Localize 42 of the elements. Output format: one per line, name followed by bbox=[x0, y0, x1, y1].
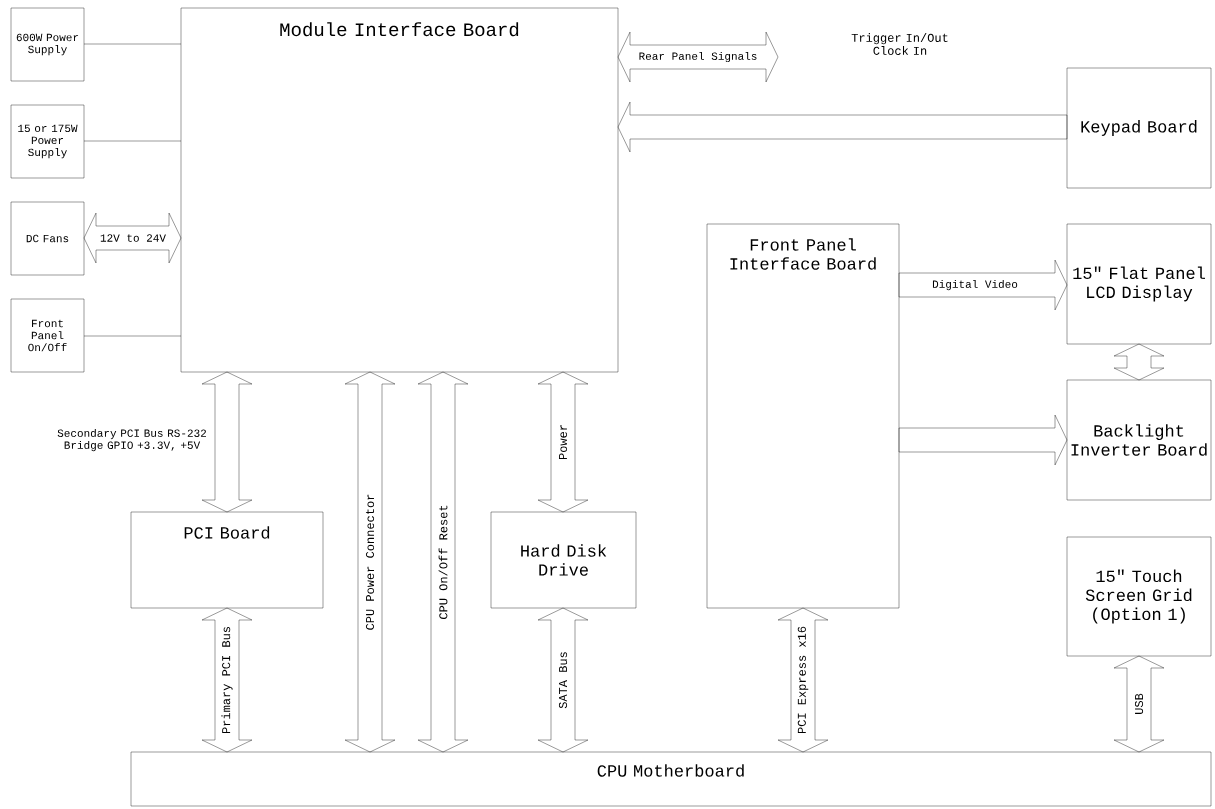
board-box: Backlight Inverter Board bbox=[1066, 379, 1212, 501]
board-box: Front Panel Interface Board bbox=[706, 223, 900, 609]
edge-label: Rear Panel Signals bbox=[637, 50, 759, 64]
block-arrow bbox=[344, 371, 396, 753]
board-box: Module Interface Board bbox=[180, 7, 619, 373]
edge-label: Power bbox=[558, 423, 568, 461]
component-box: 15 or 175W Power Supply bbox=[10, 104, 85, 179]
connector-line bbox=[83, 140, 182, 142]
block-arrow bbox=[1113, 343, 1165, 381]
edge-label: USB bbox=[1133, 692, 1145, 716]
board-box: PCI Board bbox=[130, 511, 324, 609]
board-box: CPU Motherboard bbox=[130, 751, 1212, 807]
block-arrow bbox=[417, 371, 469, 753]
block-arrow bbox=[1113, 655, 1165, 753]
edge-label: PCI Express x16 bbox=[796, 625, 810, 735]
edge-label: CPU Power Connector bbox=[364, 492, 376, 632]
block-arrow bbox=[777, 607, 829, 753]
component-box: DC Fans bbox=[10, 201, 85, 276]
board-box: Keypad Board bbox=[1066, 67, 1212, 189]
board-box: Hard Disk Drive bbox=[490, 511, 637, 609]
signal-label: Trigger In/Out Clock In bbox=[851, 33, 948, 55]
edge-label: SATA Bus bbox=[557, 650, 569, 710]
edge-label: Primary PCI Bus bbox=[220, 625, 234, 735]
connector-line bbox=[83, 335, 182, 337]
component-box: 600W Power Supply bbox=[10, 7, 85, 82]
edge-label: Digital Video bbox=[931, 278, 1019, 292]
block-arrow bbox=[537, 607, 589, 753]
block-arrow bbox=[898, 259, 1068, 311]
block-arrow bbox=[617, 31, 779, 83]
component-box: Front Panel On/Off bbox=[10, 298, 85, 373]
connector-line bbox=[83, 43, 182, 45]
block-arrow bbox=[537, 371, 589, 513]
block-arrow bbox=[201, 607, 253, 753]
board-box: 15" Flat Panel LCD Display bbox=[1066, 223, 1212, 345]
board-box: 15" Touch Screen Grid (Option 1) bbox=[1066, 536, 1212, 657]
block-arrow bbox=[617, 101, 1068, 153]
block-arrow bbox=[201, 371, 253, 513]
edge-label: CPU On/Off Reset bbox=[437, 503, 449, 621]
edge-label: 12V to 24V bbox=[99, 233, 167, 243]
edge-label: Secondary PCI Bus RS-232 Bridge GPIO +3.3V, +5V bbox=[56, 427, 208, 453]
block-arrow bbox=[898, 414, 1068, 466]
block-arrow bbox=[83, 212, 182, 264]
